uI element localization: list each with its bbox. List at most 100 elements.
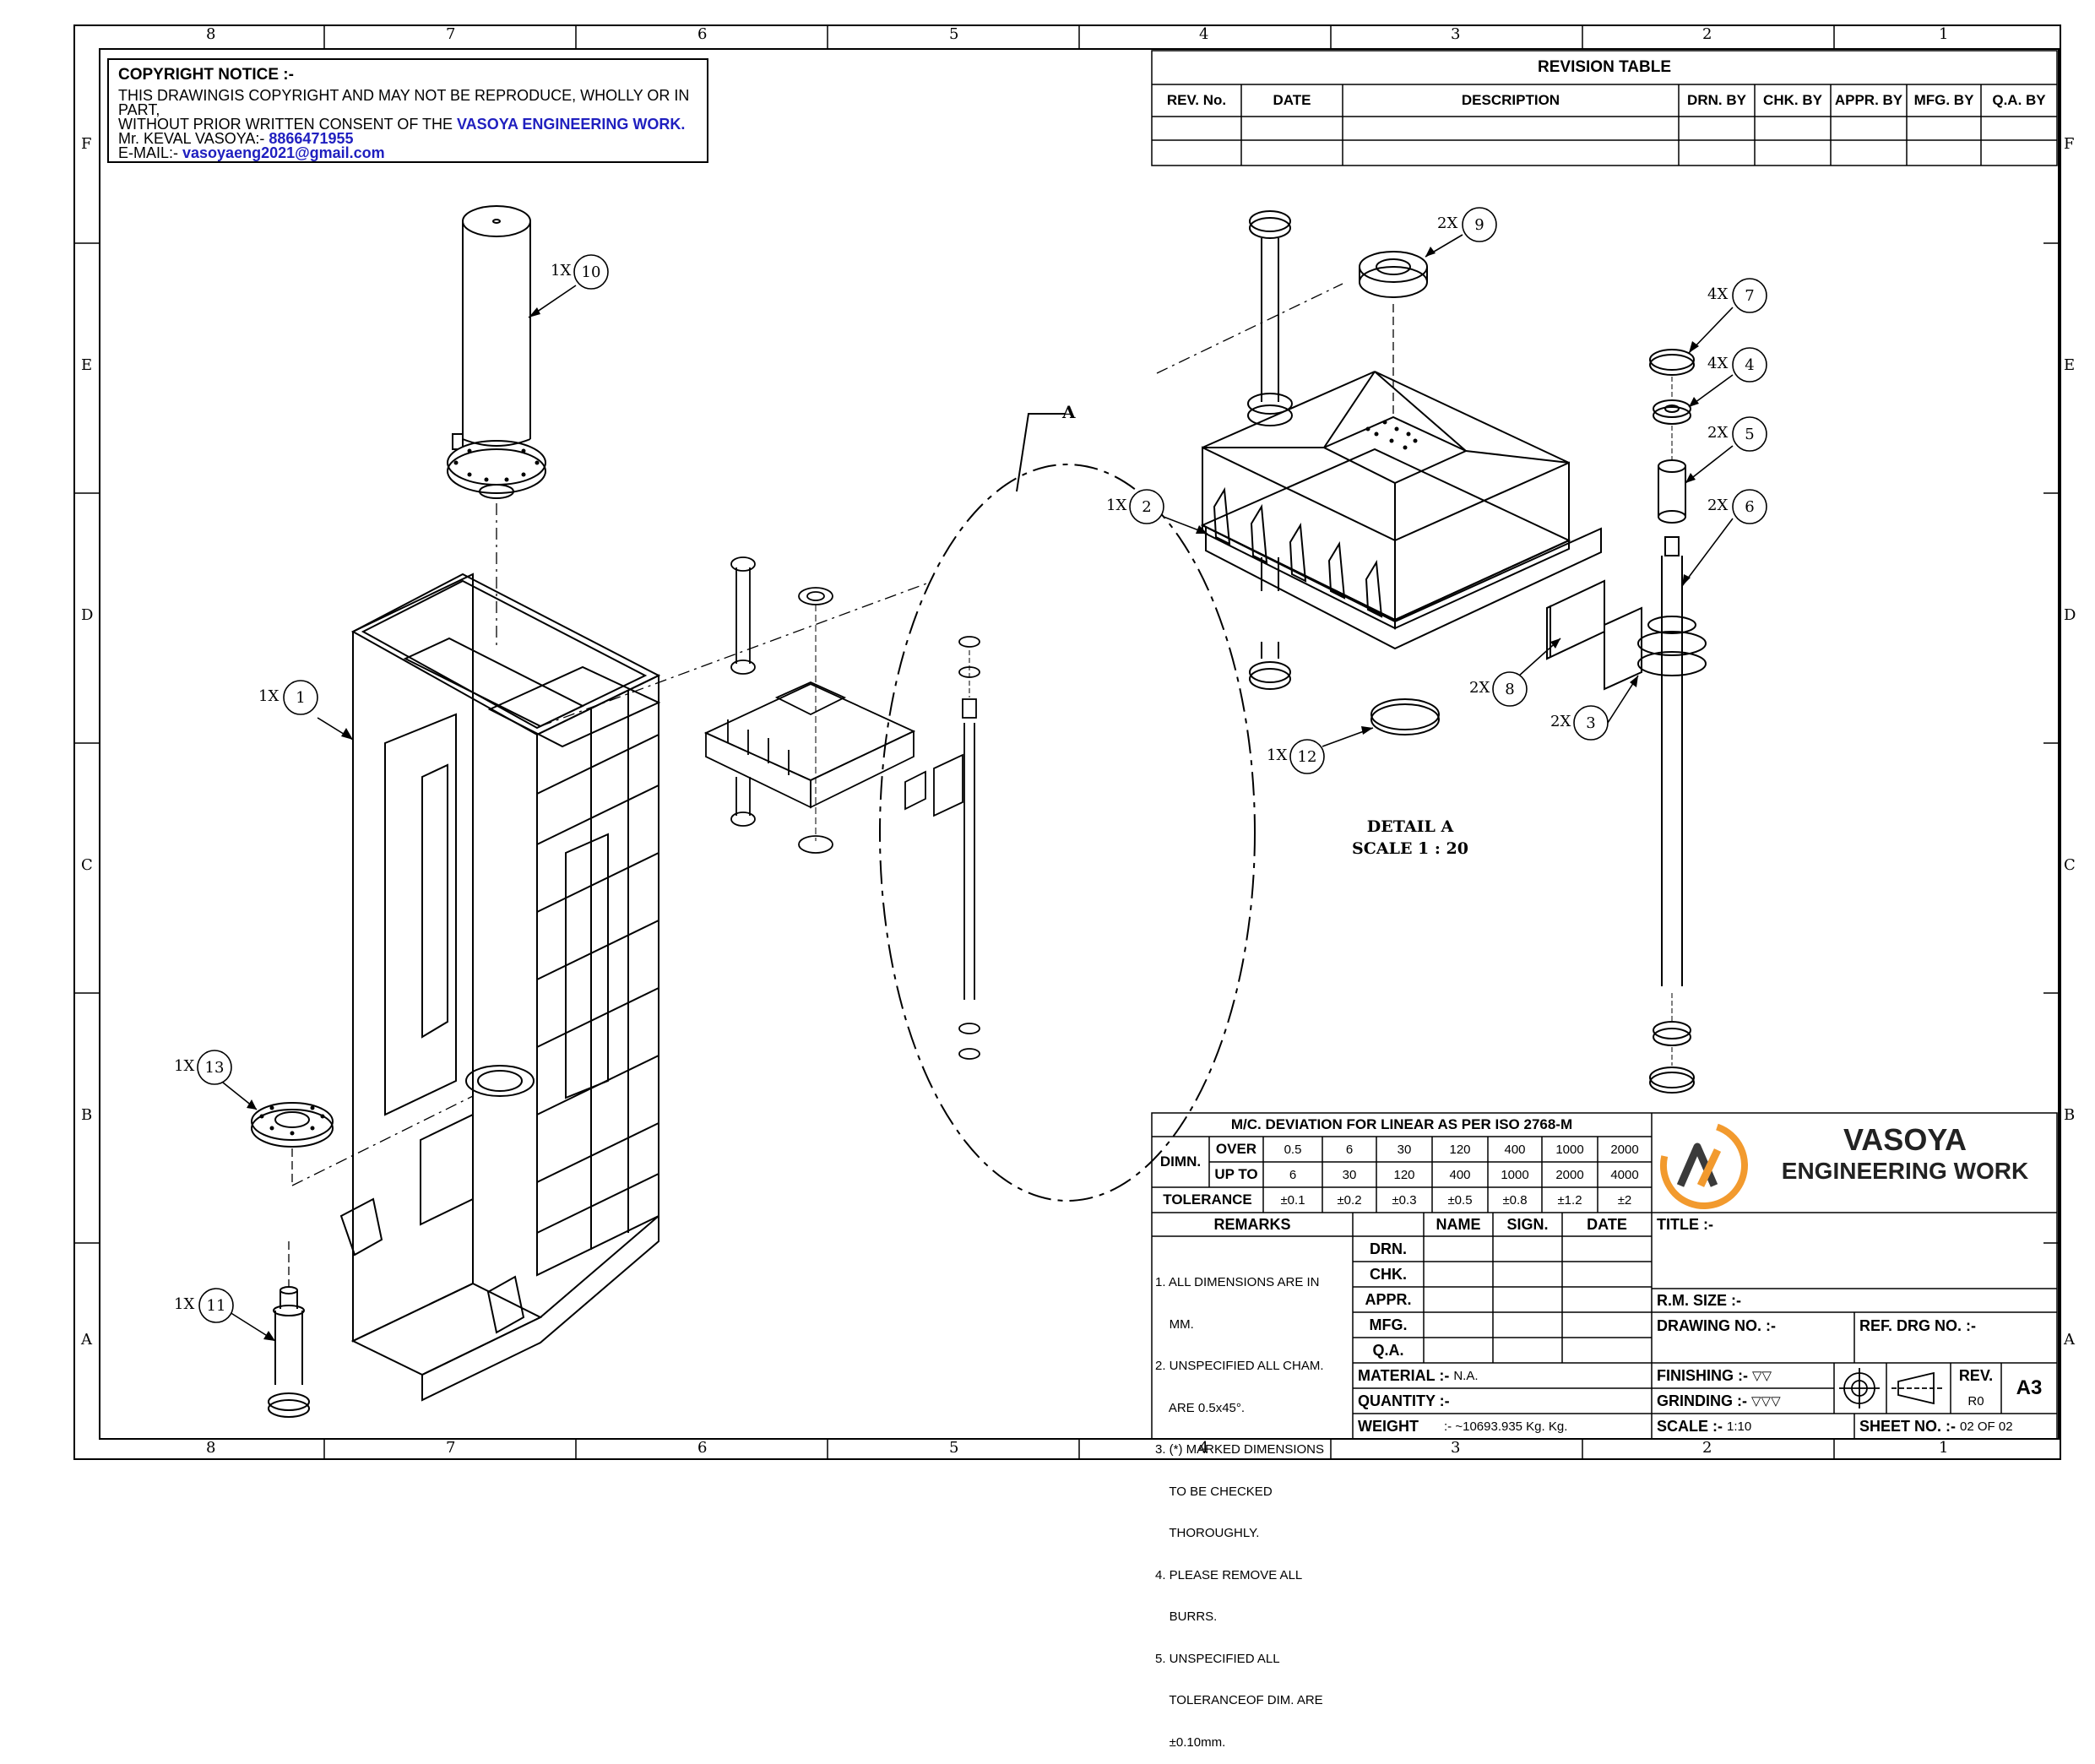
title-block-grid — [1151, 1112, 2058, 1440]
callout-num-3: 3 — [1586, 714, 1596, 732]
tolerance-label: TOLERANCE — [1163, 1191, 1252, 1208]
zone-col-4: 4 — [1199, 25, 1209, 43]
weight-row: WEIGHT :- ~10693.935 Kg. Kg. — [1353, 1414, 1652, 1439]
zone-col-6: 6 — [697, 25, 708, 43]
remark-line: 5. UNSPECIFIED ALL — [1155, 1651, 1280, 1666]
callout-qty-9: 2X — [1437, 214, 1458, 232]
drawing-sheet: 8 7 6 5 4 3 2 1 8 7 6 5 4 3 2 1 F E D C … — [73, 24, 2076, 1749]
tol-val-2: ±0.3 — [1392, 1192, 1417, 1208]
callout-num-9: 9 — [1474, 215, 1484, 234]
zone-row-D: D — [81, 606, 94, 624]
copyright-phone[interactable]: 8866471955 — [269, 130, 354, 147]
tol-over-3: 120 — [1449, 1142, 1471, 1157]
leader-arrowheads — [247, 247, 1699, 1341]
part-9-ring — [1359, 251, 1428, 298]
zone-col-7-bottom: 7 — [446, 1439, 456, 1457]
drawing-frame — [73, 24, 2061, 1460]
sheet-no-label: SHEET NO. :- — [1859, 1417, 1957, 1435]
callout-qty-2: 1X — [1106, 497, 1127, 514]
material-row: MATERIAL :- N.A. — [1353, 1363, 1652, 1388]
rev-col-date: DATE — [1273, 92, 1311, 108]
part-11-column — [268, 1286, 310, 1418]
remark-line: 2. UNSPECIFIED ALL CHAM. — [1155, 1359, 1324, 1373]
tol-upto-5: 2000 — [1555, 1167, 1584, 1182]
rev-col-description: DESCRIPTION — [1461, 92, 1560, 108]
remark-line: THOROUGHLY. — [1155, 1526, 1260, 1540]
grinding-row: GRINDING :- ▽▽▽ — [1652, 1388, 1834, 1414]
part-13-flange — [251, 1102, 334, 1148]
signoff-role-chk: CHK. — [1370, 1265, 1407, 1283]
part-2-base-assembly — [1200, 210, 1602, 690]
remark-line: ARE 0.5x45°. — [1155, 1400, 1246, 1415]
tol-over-4: 400 — [1504, 1142, 1526, 1157]
tol-upto-1: 30 — [1342, 1167, 1357, 1182]
zone-row-F-right: F — [2064, 135, 2075, 153]
callout-num-4: 4 — [1745, 356, 1755, 374]
copyright-notice: COPYRIGHT NOTICE :- THIS DRAWINGIS COPYR… — [118, 67, 701, 161]
zone-col-8: 8 — [206, 25, 216, 43]
quantity-label: QUANTITY :- — [1358, 1392, 1450, 1409]
projection-symbol — [1839, 1368, 1942, 1408]
signoff-role-mfg: MFG. — [1369, 1316, 1408, 1333]
callout-qty-5: 2X — [1707, 424, 1729, 442]
tol-over-1: 6 — [1345, 1142, 1354, 1157]
remark-line: 4. PLEASE REMOVE ALL — [1155, 1567, 1303, 1582]
tolerance-over: OVER — [1215, 1141, 1257, 1157]
tolerance-upto: UP TO — [1214, 1166, 1258, 1182]
rev-col-chk-by: CHK. BY — [1763, 92, 1822, 108]
copyright-company: VASOYA ENGINEERING WORK. — [457, 116, 686, 133]
zone-col-3-bottom: 3 — [1451, 1439, 1461, 1457]
remark-line: ±0.10mm. — [1155, 1734, 1226, 1750]
remark-line: TO BE CHECKED — [1155, 1484, 1273, 1499]
rev-col-rev-no: REV. No. — [1166, 92, 1227, 108]
grinding-value: ▽▽▽ — [1751, 1394, 1781, 1408]
company-name-line1: VASOYA — [1843, 1122, 1967, 1157]
tol-over-0: 0.5 — [1284, 1142, 1302, 1157]
centerline-1-to-detail — [540, 582, 930, 727]
title-label: TITLE :- — [1657, 1216, 1713, 1233]
tol-upto-6: 4000 — [1610, 1167, 1639, 1182]
signoff-role-qa: Q.A. — [1372, 1341, 1404, 1359]
zone-col-5: 5 — [949, 25, 959, 43]
copyright-email[interactable]: vasoyaeng2021@gmail.com — [182, 144, 385, 161]
remark-line: 3. (*) MARKED DIMENSIONS — [1155, 1442, 1325, 1457]
revision-table-grid — [1151, 50, 2058, 166]
callout-num-7: 7 — [1745, 286, 1755, 305]
zone-col-6-bottom: 6 — [697, 1439, 708, 1457]
scale-value: 1:10 — [1727, 1419, 1752, 1434]
rm-size-label: R.M. SIZE :- — [1657, 1291, 1741, 1309]
remark-line: TOLERANCEOF DIM. ARE — [1155, 1693, 1323, 1707]
zone-row-B-right: B — [2064, 1106, 2076, 1124]
zone-row-E-right: E — [2064, 356, 2076, 374]
sheet-no-value: 02 OF 02 — [1960, 1419, 2013, 1434]
material-label: MATERIAL :- — [1358, 1366, 1450, 1384]
remark-line: MM. — [1155, 1316, 1194, 1332]
callout-num-11: 11 — [206, 1296, 226, 1315]
tol-over-6: 2000 — [1610, 1142, 1639, 1157]
copyright-phone-line: Mr. KEVAL VASOYA:- 8866471955 — [118, 130, 354, 147]
copyright-line1: THIS DRAWINGIS COPYRIGHT AND MAY NOT BE … — [118, 87, 690, 118]
weight-value: :- ~10693.935 Kg. Kg. — [1444, 1419, 1568, 1434]
tol-upto-4: 1000 — [1501, 1167, 1529, 1182]
zone-row-F: F — [81, 135, 92, 153]
zone-row-A: A — [81, 1331, 92, 1349]
finishing-label: FINISHING :- — [1657, 1366, 1748, 1384]
callout-num-1: 1 — [296, 688, 306, 707]
signoff-role-appr: APPR. — [1365, 1290, 1412, 1308]
tolerance-dimn: DIMN. — [1159, 1153, 1202, 1170]
signoff-name-header: NAME — [1436, 1215, 1481, 1233]
zone-col-1: 1 — [1939, 25, 1949, 43]
revision-table-title: REVISION TABLE — [1538, 58, 1671, 76]
detail-boundary — [879, 464, 1256, 1202]
remarks-heading: REMARKS — [1213, 1215, 1291, 1233]
part-10-cylinder — [447, 205, 546, 499]
detail-label: DETAIL A — [1366, 817, 1454, 836]
tol-upto-3: 400 — [1449, 1167, 1471, 1182]
remark-line: BURRS. — [1155, 1609, 1218, 1624]
signoff-date-header: DATE — [1587, 1215, 1627, 1233]
callout-qty-13: 1X — [174, 1057, 195, 1075]
callout-num-5: 5 — [1745, 425, 1755, 443]
zone-row-C-right: C — [2064, 856, 2076, 874]
zone-col-3: 3 — [1451, 25, 1461, 43]
copyright-line2: WITHOUT PRIOR WRITTEN CONSENT OF THE VAS… — [118, 116, 686, 133]
